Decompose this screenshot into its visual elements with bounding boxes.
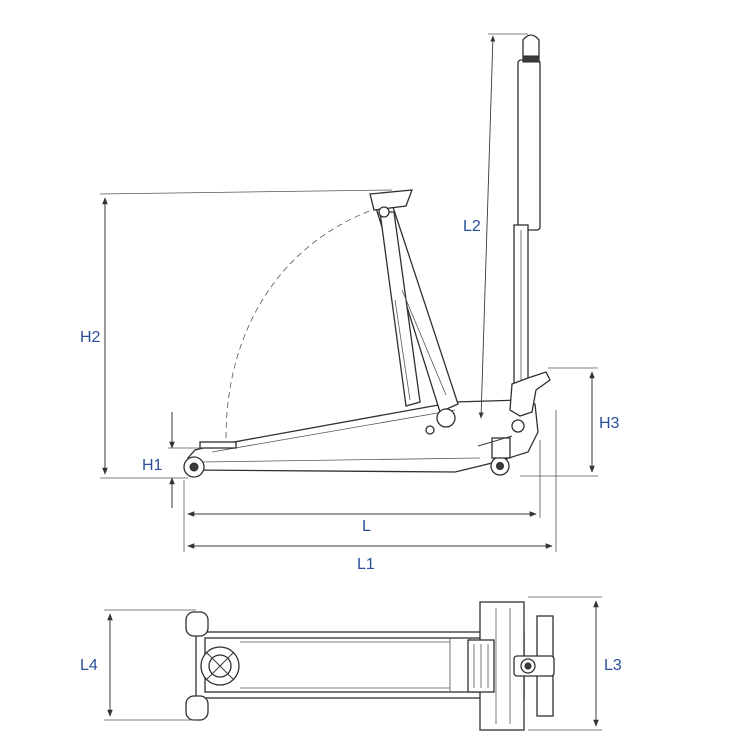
saddle-raised xyxy=(369,189,413,211)
label-l1: L1 xyxy=(357,556,375,573)
label-h2: H2 xyxy=(80,329,101,346)
pump-handle xyxy=(517,59,541,231)
side-view xyxy=(99,33,598,552)
top-view xyxy=(104,596,602,731)
pump-body xyxy=(509,371,551,417)
label-h1: H1 xyxy=(142,457,163,474)
top-front-wheel-lower xyxy=(185,695,209,721)
label-h3: H3 xyxy=(599,415,620,432)
handle-grip xyxy=(522,34,540,59)
saddle-low xyxy=(199,441,237,449)
label-l4: L4 xyxy=(80,657,98,674)
lift-arc xyxy=(225,209,373,439)
dimension-labels: H2 H1 L2 H3 L L1 L4 L3 xyxy=(80,218,622,674)
label-l: L xyxy=(362,518,371,535)
top-front-wheel-upper xyxy=(185,611,209,637)
arm-pivot xyxy=(436,408,456,428)
label-l3: L3 xyxy=(604,657,622,674)
label-l2: L2 xyxy=(463,218,481,235)
l2-dimension-line xyxy=(478,35,496,419)
